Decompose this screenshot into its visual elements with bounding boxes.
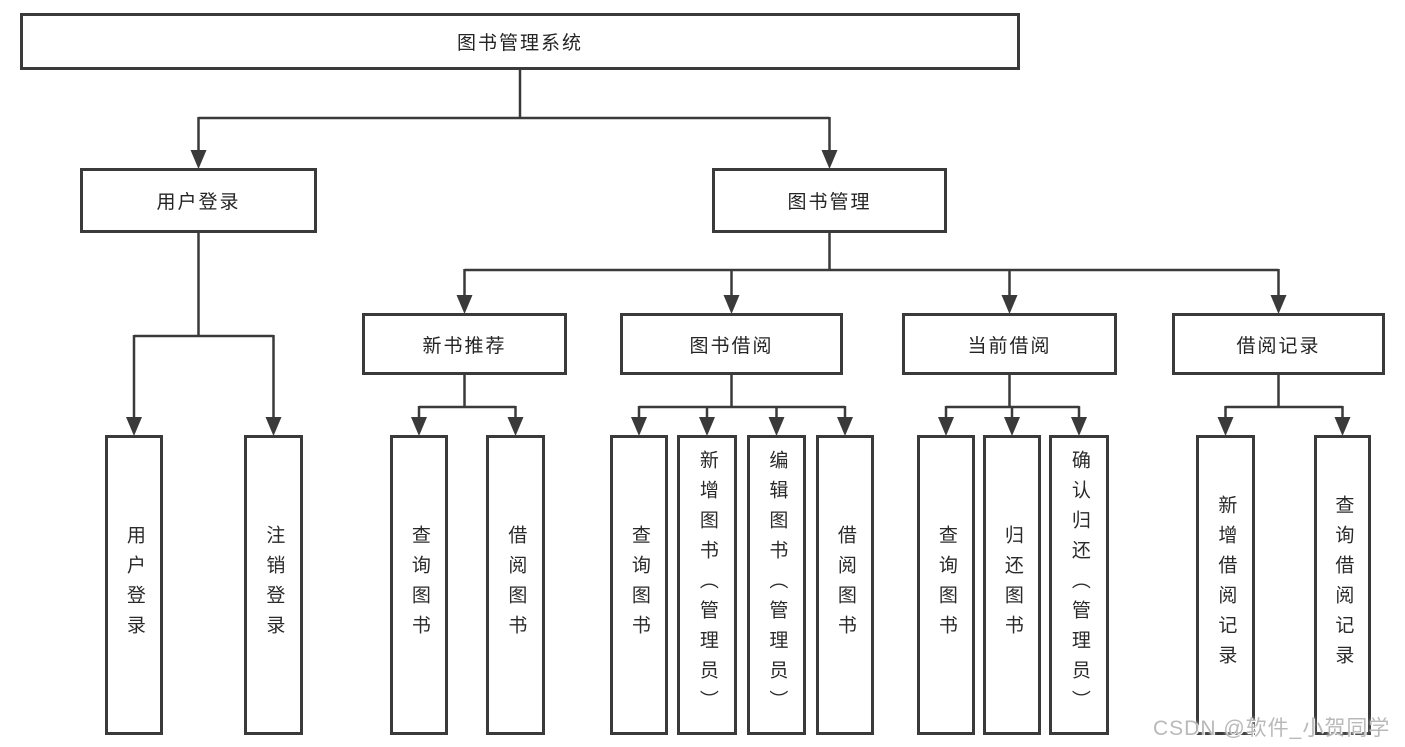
node-user-login: 用户登录 bbox=[80, 168, 317, 233]
leaf-borrow-books-borrowing: 借阅图书 bbox=[816, 435, 874, 735]
leaf-confirm-return-admin-label: 确认归还（管理员） bbox=[1068, 450, 1090, 720]
node-borrowing-records-label: 借阅记录 bbox=[1236, 335, 1321, 357]
leaf-add-books-admin-label: 新增图书（管理员） bbox=[696, 450, 718, 720]
arrowheads bbox=[126, 150, 1351, 436]
leaf-logout-label: 注销登录 bbox=[263, 525, 285, 645]
leaf-query-borrow-record-label: 查询借阅记录 bbox=[1332, 495, 1354, 675]
node-user-login-label: 用户登录 bbox=[156, 192, 241, 213]
node-new-book-recommend: 新书推荐 bbox=[362, 313, 567, 375]
node-book-borrowing: 图书借阅 bbox=[620, 313, 843, 375]
leaf-query-books-current: 查询图书 bbox=[917, 435, 975, 735]
leaf-query-books-borrowing: 查询图书 bbox=[610, 435, 668, 735]
leaf-query-books-recommend: 查询图书 bbox=[390, 435, 448, 735]
leaf-borrow-books-recommend-label: 借阅图书 bbox=[505, 525, 527, 645]
node-book-borrowing-label: 图书借阅 bbox=[689, 335, 774, 357]
node-library-system-label: 图书管理系统 bbox=[456, 33, 583, 54]
csdn-watermark: CSDN @软件_小贺同学 bbox=[1153, 717, 1391, 740]
leaf-query-books-current-label: 查询图书 bbox=[935, 525, 957, 645]
node-book-management-label: 图书管理 bbox=[787, 192, 872, 213]
node-current-borrowing-label: 当前借阅 bbox=[967, 335, 1052, 357]
leaf-borrow-books-borrowing-label: 借阅图书 bbox=[834, 525, 856, 645]
leaf-query-books-borrowing-label: 查询图书 bbox=[628, 525, 650, 645]
leaf-edit-books-admin-label: 编辑图书（管理员） bbox=[766, 450, 788, 720]
node-borrowing-records: 借阅记录 bbox=[1172, 313, 1385, 375]
leaf-return-books-label: 归还图书 bbox=[1001, 525, 1023, 645]
leaf-borrow-books-recommend: 借阅图书 bbox=[486, 435, 545, 735]
leaf-query-books-recommend-label: 查询图书 bbox=[408, 525, 430, 645]
leaf-logout: 注销登录 bbox=[244, 435, 303, 735]
leaf-return-books: 归还图书 bbox=[983, 435, 1041, 735]
leaf-add-borrow-record-label: 新增借阅记录 bbox=[1215, 495, 1237, 675]
node-current-borrowing: 当前借阅 bbox=[902, 313, 1117, 375]
leaf-edit-books-admin: 编辑图书（管理员） bbox=[747, 435, 806, 735]
node-library-system: 图书管理系统 bbox=[20, 13, 1020, 70]
leaf-add-books-admin: 新增图书（管理员） bbox=[677, 435, 737, 735]
leaf-user-login: 用户登录 bbox=[105, 435, 163, 735]
leaf-user-login-label: 用户登录 bbox=[123, 525, 145, 645]
node-new-book-recommend-label: 新书推荐 bbox=[422, 335, 507, 357]
leaf-add-borrow-record: 新增借阅记录 bbox=[1196, 435, 1255, 735]
leaf-confirm-return-admin: 确认归还（管理员） bbox=[1049, 435, 1109, 735]
node-book-management: 图书管理 bbox=[712, 168, 947, 233]
leaf-query-borrow-record: 查询借阅记录 bbox=[1314, 435, 1371, 735]
